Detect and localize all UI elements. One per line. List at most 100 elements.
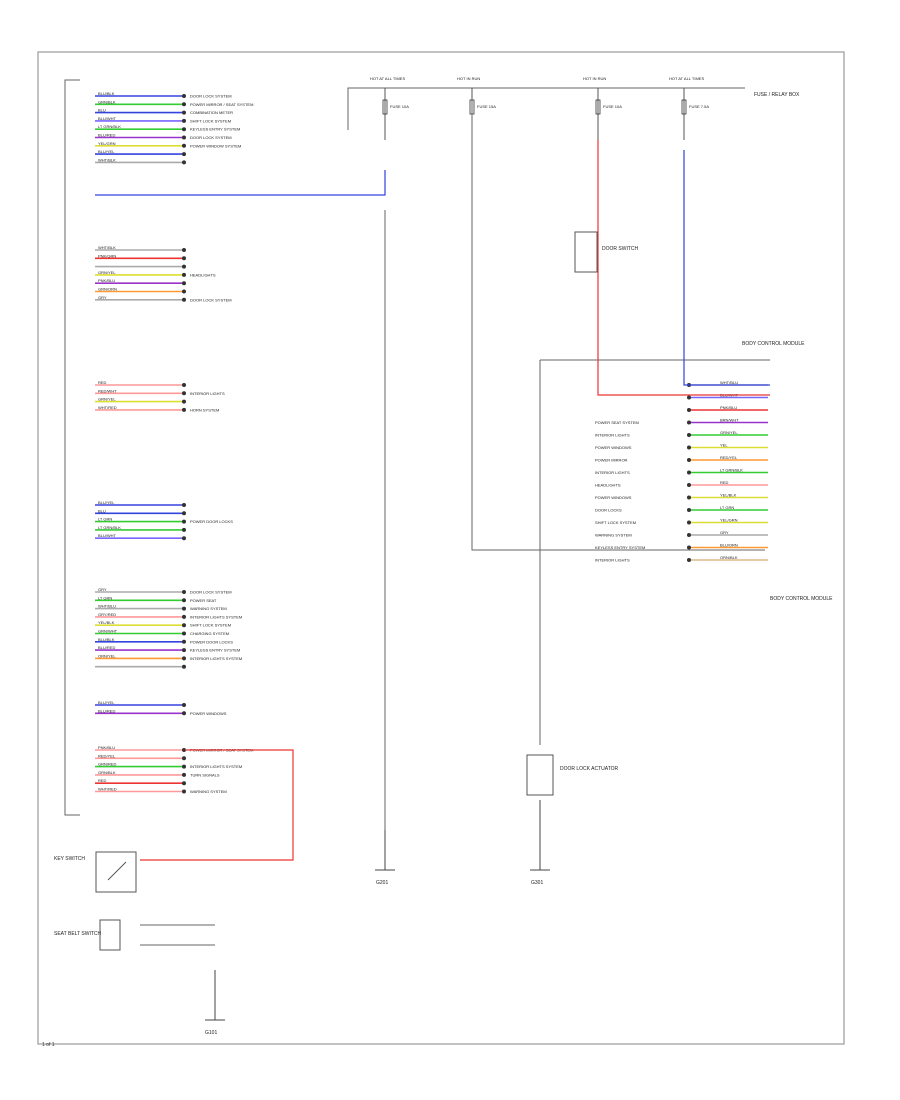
door-lock-actuator-label: DOOR LOCK ACTUATOR [560,766,619,772]
left-wire-terminal [182,127,186,132]
left-wire-code: GRY/RED [98,612,116,617]
left-wire-terminal [182,781,186,786]
right-wire-terminal [687,445,691,450]
left-wire-dest: SHIFT LOCK SYSTEM [190,623,231,628]
left-wire-terminal [182,664,186,669]
left-wire-terminal [182,711,186,716]
left-wire-code: LT GRN/BLK [98,124,121,129]
right-wire-dest: POWER SEAT SYSTEM [595,420,639,425]
right-wire-terminal [687,520,691,525]
right-wire-terminal [687,420,691,425]
fuse-label: HOT IN RUN [457,76,480,81]
left-wire-code: GRN/YEL [98,397,116,402]
fuse-3 [681,99,687,115]
left-wire-code: WHT/BLU [98,604,116,609]
left-wire-code: GRN/BLK [98,770,116,775]
fuse-desc: FUSE 10A [603,104,622,109]
left-wire-terminal [182,272,186,277]
left-wire-terminal [182,248,186,252]
left-wire-terminal [182,94,186,98]
fuse-desc: FUSE 10A [390,104,409,109]
fuse-desc: FUSE 15A [477,104,496,109]
right-wire-terminal [687,508,691,512]
left-wire-terminal [182,407,186,412]
left-wire-terminal [182,118,186,123]
ground-g101-label: G101 [205,1030,217,1036]
right-wire-code: RED [720,480,729,485]
left-wire-dest: SHIFT LOCK SYSTEM [190,118,231,123]
fuse-label: HOT IN RUN [583,76,606,81]
right-wire-code: WHT/BLU [720,380,738,385]
fuse-box-label: FUSE / RELAY BOX [754,92,800,98]
fuse-group: HOT AT ALL TIMES FUSE 10A HOT IN RUN FUSE 1… [370,76,709,140]
left-wire-terminal [182,110,186,115]
left-wire-code: PNK/BLU [98,278,115,283]
left-wire-code: RED [98,778,107,783]
left-wire-dest: DOOR LOCK SYSTEM [190,297,232,302]
key-switch: KEY SWITCH [54,851,137,893]
left-wire-terminal [182,102,186,107]
left-wire-dest: WARNING SYSTEM [190,606,227,611]
fuse-2 [595,99,601,115]
left-wire-code: WHT/BLK [98,245,116,250]
left-wire-code: BLU/BLK [98,637,115,642]
seat-belt-switch-label: SEAT BELT SWITCH [54,931,102,937]
fuse-bus [347,87,745,130]
left-wire-dest: INTERIOR LIGHTS [190,391,225,396]
door-lock-actuator: DOOR LOCK ACTUATOR [526,754,619,796]
left-wire-code: ORN/YEL [98,653,116,658]
right-wire-code: LT GRN/BLK [720,468,743,473]
left-wire-code: BLU/YEL [98,700,115,705]
fuse-desc: FUSE 7.5A [689,104,709,109]
right-wire-dest: POWER WINDOWS [595,495,632,500]
right-wire-code: GRN/YEL [720,430,738,435]
fuse-label: HOT AT ALL TIMES [370,76,405,81]
right-wire-dest: WARNING SYSTEM [595,533,632,538]
left-wire-code: GRN/RED [98,762,117,767]
left-wire-terminal [182,703,186,707]
right-wire-code: YEL/BLK [720,493,737,498]
left-wire-terminal [182,606,186,611]
left-wire-terminal [182,511,186,516]
left-wire-code: BLU [98,508,106,513]
left-wire-terminal [182,297,186,302]
left-wire-terminal [182,656,186,661]
left-wire-code: BLU/YEL [98,500,115,505]
ground-g101: G101 [205,970,225,1036]
right-wire-dest: POWER WINDOWS [595,445,632,450]
left-wire-dest: POWER MIRROR / SEAT SYSTEM [190,102,253,107]
left-wire-terminal [182,614,186,619]
left-wire-terminal [182,590,186,594]
key-switch-label: KEY SWITCH [54,856,85,862]
left-wire-terminal [182,623,186,628]
left-wire-code: YEL/GRN [98,141,116,146]
right-wire-terminal [687,433,691,437]
right-wire-terminal [687,483,691,487]
left-wire-terminal [182,160,186,165]
ground-g201-label: G201 [376,880,388,886]
left-wire-terminal [182,772,186,777]
fuse-label: HOT AT ALL TIMES [669,76,704,81]
left-wire-code: BLU [98,108,106,113]
left-wire-terminal [182,748,186,752]
right-wire-dest: INTERIOR LIGHTS [595,470,630,475]
left-wire-dest: KEYLESS ENTRY SYSTEM [190,648,240,653]
left-wire-dest: POWER WINDOWS [190,711,227,716]
left-wire-code: GRN/BLK [98,99,116,104]
left-wire-terminal [182,519,186,524]
right-wire-code: RED/YEL [720,455,738,460]
left-wire-code: PNK/GRN [98,253,116,258]
left-wire-dest: KEYLESS ENTRY SYSTEM [190,127,240,132]
right-wire-code: BLU/ORN [720,543,738,548]
left-wire-terminal [182,756,186,761]
right-wire-dest: DOOR LOCKS [595,508,622,513]
right-wire-code: PNK/BLU [720,405,737,410]
footer-code: 1 of 1 [42,1042,55,1048]
left-wire-code: WHT/BLK [98,157,116,162]
right-wire-dest: HEADLIGHTS [595,483,621,488]
right-connector-label: BODY CONTROL MODULE [770,596,833,602]
left-wire-dest: TURN SIGNALS [190,772,220,777]
left-wire-code: LT GRN [98,595,112,600]
left-wire-terminal [182,789,186,794]
right-wire-terminal [687,533,691,537]
